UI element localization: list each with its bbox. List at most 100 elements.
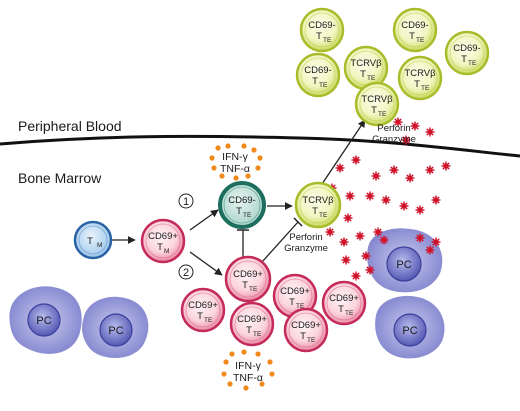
granule	[425, 127, 435, 137]
cytokine-dot	[255, 165, 261, 171]
cytokine-dot	[227, 381, 233, 387]
granule	[345, 191, 355, 201]
cytokine-dot	[229, 351, 235, 357]
arrow-step2	[189, 251, 223, 276]
granule	[371, 171, 381, 181]
cell-label-sub: TE	[378, 111, 387, 118]
cell-label-main: T	[316, 31, 322, 42]
cell-label-sub: TE	[253, 331, 262, 338]
cell-label-sub: TE	[204, 317, 213, 324]
svg-text:1: 1	[183, 196, 189, 208]
cell-label-main: T	[414, 79, 420, 90]
cell-label-sub: TE	[243, 212, 252, 219]
cytokine-dot	[243, 385, 249, 391]
cell-label-main: T	[360, 69, 366, 80]
cytokine-dot	[241, 349, 247, 355]
cell-label-sub: TE	[296, 303, 305, 310]
tnf-alpha-bottom-label: TNF-α	[233, 372, 263, 384]
cell-label-line1: TCRVβ	[361, 94, 393, 105]
granule	[325, 227, 335, 237]
granule	[361, 251, 371, 261]
cell-label-main: T	[338, 304, 344, 315]
granule	[415, 205, 425, 215]
cell-label-line1: CD69-	[453, 43, 480, 54]
peripheral-blood-label: Peripheral Blood	[18, 118, 122, 134]
perforin-bm-label: Perforin	[289, 232, 322, 243]
inhibition-cd69pos-to-tcrvb	[261, 221, 299, 263]
tnf-alpha-top-label: TNF-α	[220, 163, 250, 175]
cytokine-dot	[225, 143, 231, 149]
cell-label-line1: CD69+	[237, 314, 267, 325]
cell-label-main: T	[289, 297, 295, 308]
cell-label-line1: CD69-	[308, 20, 335, 31]
granzyme-bm-label: Granzyme	[284, 243, 328, 254]
cytokine-dot	[251, 147, 257, 153]
granule	[431, 237, 441, 247]
cell-label-line1: CD69-	[228, 195, 255, 206]
perforin-pb-label: Perforin	[377, 123, 410, 134]
step-1-marker: 1	[178, 193, 194, 209]
cytokine-dot	[215, 145, 221, 151]
cell-label-main: T	[461, 54, 467, 65]
ifn-gamma-bottom-label: IFN-γ	[235, 360, 261, 372]
cytokine-dot	[269, 371, 275, 377]
step-2-marker: 2	[178, 264, 194, 280]
cell-label: T	[87, 236, 93, 247]
cell-label-line1: TCRVβ	[404, 68, 436, 79]
granule	[335, 163, 345, 173]
plasma-cell-label: PC	[402, 325, 417, 337]
granule	[339, 237, 349, 247]
granule	[393, 117, 403, 127]
granule	[389, 165, 399, 175]
cell-label-main: T	[312, 206, 318, 217]
cell-label-sub: TE	[367, 75, 376, 82]
cell-label-sub: M	[97, 242, 102, 249]
cell-label-sub: TE	[421, 85, 430, 92]
cell-label-main: T	[242, 280, 248, 291]
cytokine-dot	[219, 173, 225, 179]
granule	[341, 255, 351, 265]
plasma-cell-upper-right: PC	[367, 228, 443, 293]
ifn-gamma-top-label: IFN-γ	[222, 151, 248, 163]
granule	[365, 265, 375, 275]
cell-label-line1: CD69+	[329, 293, 359, 304]
cytokine-dot	[211, 165, 217, 171]
granule	[405, 173, 415, 183]
cell-label-main: T	[246, 325, 252, 336]
cytokine-dot	[257, 155, 263, 161]
granule	[425, 245, 435, 255]
granule	[399, 201, 409, 211]
plasma-cell-label: PC	[396, 259, 411, 271]
cytokine-dot	[233, 175, 239, 181]
bone-marrow-label: Bone Marrow	[18, 170, 102, 186]
granule	[351, 155, 361, 165]
granule	[410, 121, 420, 131]
inhibition-bar	[293, 217, 303, 227]
plasma-cell-label: PC	[36, 315, 51, 327]
granule	[355, 231, 365, 241]
cell-label-main: T	[197, 311, 203, 322]
granule	[365, 191, 375, 201]
cytokine-dot	[255, 351, 261, 357]
cell-label-sub: TE	[323, 37, 332, 44]
cytokine-dot	[223, 359, 229, 365]
cell-label-line1: CD69+	[148, 231, 178, 242]
granule	[431, 195, 441, 205]
cell-label-line1: CD69+	[233, 269, 263, 280]
cell-label-sub: TE	[249, 286, 258, 293]
